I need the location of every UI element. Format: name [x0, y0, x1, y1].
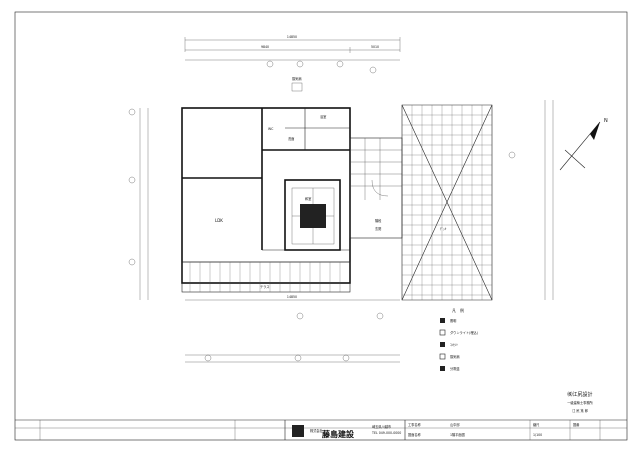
bottom-dimensions: 14850: [185, 295, 400, 363]
company-tel: TEL 049-000-0000: [371, 431, 401, 435]
label-tatami: 和室: [305, 196, 311, 201]
sheet-border: [14, 11, 628, 441]
legend-icon-2: [440, 342, 445, 347]
right-dimensions: [508, 100, 554, 300]
company-logo: [292, 425, 304, 437]
legend-item-1: ダウンライト(埋込): [450, 330, 478, 335]
designer-license: 一級建築士事務所: [567, 400, 593, 405]
tatami-room: [291, 187, 335, 245]
scale-label: 縮尺: [533, 422, 540, 427]
tiled-deck: ﾃﾞｯｷ: [401, 104, 493, 301]
legend-icon-3: [439, 353, 446, 360]
dim-top-total: 14850: [287, 35, 297, 39]
terrace-deck: テラス: [181, 261, 351, 293]
legend-item-0: 照明: [450, 319, 456, 323]
legend: 凡 例 照明 ダウンライト(埋込) ｺﾝｾﾝﾄ 換気扇 分電盤: [439, 307, 478, 371]
legend-icon-1: [439, 329, 446, 336]
dim-top-a: 9840: [261, 45, 269, 49]
dim-bottom: 14850: [287, 295, 297, 299]
scale-value: 1/100: [533, 433, 542, 437]
legend-item-4: 分電盤: [450, 366, 460, 371]
label-ldk: LDK: [215, 218, 223, 223]
north-label: N: [604, 118, 608, 124]
label-porch: 玄関: [375, 226, 381, 231]
designer-name: 江 尻 篤 郎: [572, 408, 588, 413]
title-block: 株式会社 藤島建設 埼玉県川越市 TEL 049-000-0000 工事名称 山…: [15, 419, 627, 440]
drawing-label: 図面名称: [408, 432, 422, 437]
equipment-box: [291, 82, 303, 92]
drawing-name: 1階平面図: [450, 432, 465, 437]
company-sub: 株式会社: [310, 428, 324, 433]
legend-icon-4: [440, 366, 445, 371]
company-name: 藤島建設: [321, 429, 355, 439]
legend-title: 凡 例: [452, 307, 464, 313]
label-equipment: 換気扇: [292, 76, 302, 81]
legend-item-2: ｺﾝｾﾝﾄ: [450, 342, 458, 347]
label-balcony: ﾃﾞｯｷ: [440, 226, 447, 231]
project-name: 山中邸: [450, 422, 460, 427]
left-dimensions: [128, 108, 149, 300]
dim-top-b: 5010: [371, 45, 379, 49]
north-arrow: N: [559, 118, 608, 171]
top-dimensions: 14850 9840 5010: [184, 35, 401, 74]
project-label: 工事名称: [408, 422, 422, 427]
building-walls: [181, 107, 351, 284]
label-terrace: テラス: [260, 284, 270, 289]
designer-stamp: ㈱江尻設計 一級建築士事務所 江 尻 篤 郎: [567, 391, 593, 413]
legend-item-3: 換気扇: [450, 354, 460, 359]
legend-icon-0: [440, 318, 445, 323]
stair-area: [349, 137, 403, 239]
company-address: 埼玉県川越市: [372, 424, 392, 429]
label-toilet: WC: [268, 127, 274, 131]
label-wash: 洗面: [288, 136, 294, 141]
label-bath: 浴室: [320, 114, 326, 119]
drawing-no-label: 図番: [573, 422, 580, 427]
designer-office: ㈱江尻設計: [567, 391, 592, 398]
label-stair: 階段: [375, 218, 382, 223]
